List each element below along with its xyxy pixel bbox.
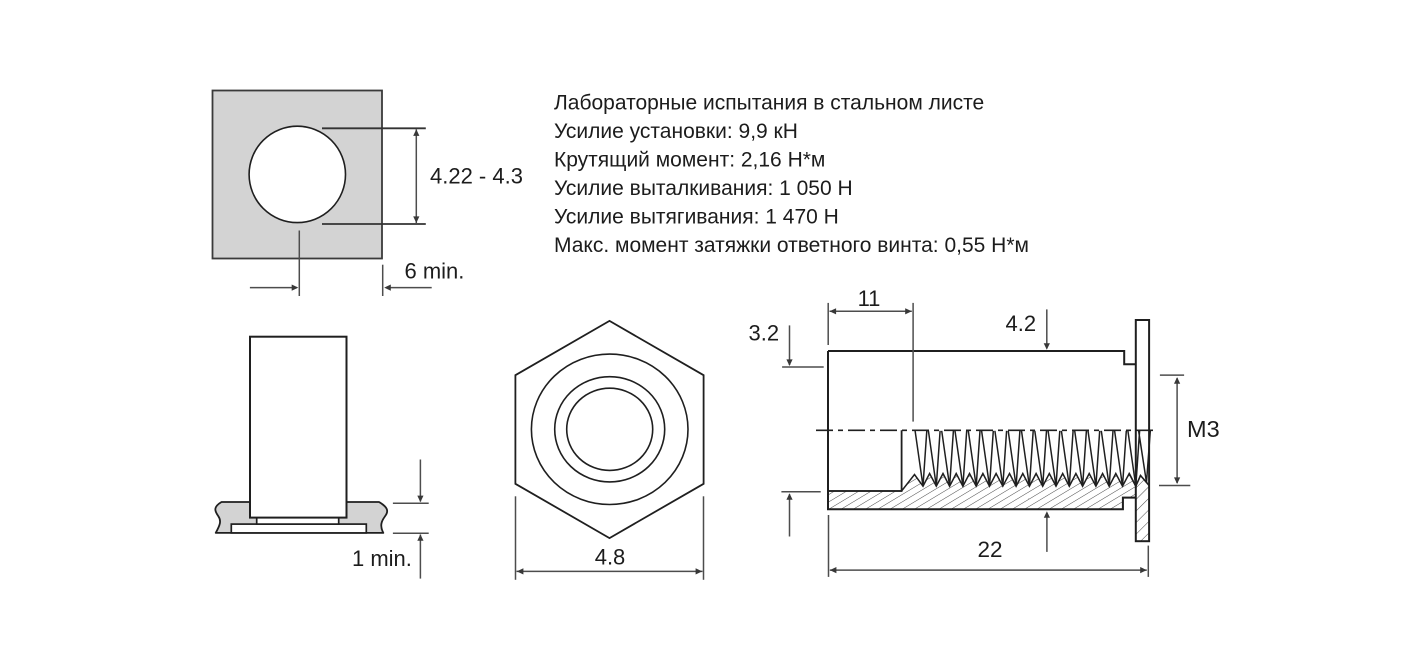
svg-text:Лабораторные испытания в сталь: Лабораторные испытания в стальном листе — [554, 92, 984, 115]
svg-text:1 min.: 1 min. — [352, 546, 412, 571]
svg-text:4.2: 4.2 — [1006, 311, 1037, 336]
svg-text:4.8: 4.8 — [595, 545, 626, 570]
svg-text:M3: M3 — [1187, 416, 1220, 442]
svg-text:Крутящий момент: 2,16 Н*м: Крутящий момент: 2,16 Н*м — [554, 149, 825, 172]
svg-text:22: 22 — [977, 537, 1002, 562]
svg-text:Макс. момент затяжки ответного: Макс. момент затяжки ответного винта: 0,… — [554, 234, 1029, 257]
svg-text:Усилие установки: 9,9 кН: Усилие установки: 9,9 кН — [554, 120, 798, 143]
svg-text:6 min.: 6 min. — [405, 259, 465, 284]
svg-text:3.2: 3.2 — [749, 321, 780, 346]
svg-text:Усилие выталкивания: 1 050 Н: Усилие выталкивания: 1 050 Н — [554, 177, 853, 200]
svg-text:4.22 - 4.3: 4.22 - 4.3 — [430, 164, 523, 189]
svg-text:11: 11 — [858, 286, 881, 311]
svg-text:Усилие вытягивания: 1 470 Н: Усилие вытягивания: 1 470 Н — [554, 205, 839, 228]
